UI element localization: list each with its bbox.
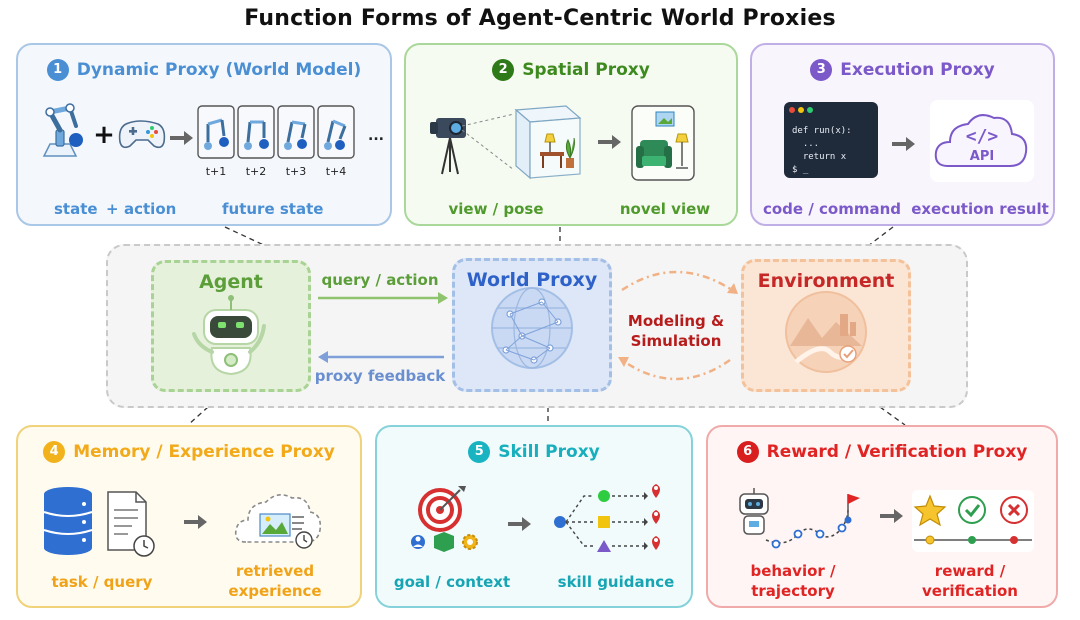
spatial-proxy-title-text: Spatial Proxy — [522, 60, 650, 80]
execution-proxy-number: 3 — [810, 59, 833, 81]
terminal-icon: def run(x): ... return x $ _ — [784, 102, 878, 178]
gamepad-icon — [118, 120, 166, 149]
reward-proxy-title: 6 Reward / Verification Proxy — [708, 441, 1056, 463]
dynamic-proxy-title-text: Dynamic Proxy (World Model) — [76, 60, 362, 80]
agent-title: Agent — [199, 271, 263, 293]
skill-graph-icon — [554, 484, 660, 552]
reward-proxy-title-text: Reward / Verification Proxy — [766, 442, 1028, 462]
retrieval-cloud-icon — [234, 494, 322, 549]
dynamic-proxy-number: 1 — [46, 59, 69, 81]
spatial-proxy-title: 2 Spatial Proxy — [406, 59, 736, 81]
environment-title: Environment — [757, 270, 895, 292]
arrow-right-icon — [438, 292, 448, 304]
code-line: def run(x): — [792, 126, 852, 136]
arrow-right-icon — [170, 131, 193, 145]
timestep-label: t+1 — [206, 165, 227, 178]
caption-verification: verification — [922, 582, 1018, 600]
caption-execution-result: execution result — [911, 200, 1049, 218]
caption-action: action — [124, 200, 176, 218]
caption-code-command: code / command — [763, 200, 901, 218]
camera-icon — [430, 118, 466, 175]
skill-proxy-number: 5 — [468, 441, 491, 463]
arrow-left-icon — [618, 357, 629, 367]
timestep-label: t+2 — [246, 165, 267, 178]
caption-reward: reward / — [935, 562, 1006, 580]
memory-proxy-number: 4 — [43, 441, 66, 463]
code-line: $ _ — [792, 165, 809, 175]
dynamic-proxy-title: 1 Dynamic Proxy (World Model) — [18, 59, 390, 81]
api-label: API — [970, 149, 994, 164]
room-cube-icon — [514, 105, 582, 180]
landscape-icon — [785, 291, 867, 373]
robot-trajectory-icon — [739, 488, 860, 549]
proxy-feedback-label: proxy feedback — [315, 367, 446, 385]
ellipsis: ... — [368, 128, 384, 144]
robot-arm-icon — [42, 103, 83, 157]
code-line: return x — [792, 152, 847, 162]
code-line: ... — [792, 139, 819, 149]
world-proxy-title: World Proxy — [466, 269, 598, 291]
caption-trajectory: trajectory — [751, 582, 835, 600]
reward-proxy-number: 6 — [736, 441, 759, 463]
simulation-label: Simulation — [631, 332, 722, 350]
timestep-label: t+3 — [286, 165, 307, 178]
database-icon — [43, 487, 93, 555]
caption-plus: + — [106, 200, 119, 218]
caption-behavior: behavior / — [750, 562, 836, 580]
api-code-symbol: </> — [966, 126, 999, 147]
globe-network-icon — [491, 287, 573, 369]
caption-novel-view: novel view — [620, 200, 710, 218]
robot-agent-icon — [192, 295, 266, 376]
skill-proxy-title: 5 Skill Proxy — [377, 441, 691, 463]
arrow-left-icon — [318, 351, 328, 363]
caption-task-query: task / query — [52, 573, 153, 591]
memory-proxy-title-text: Memory / Experience Proxy — [73, 442, 335, 462]
caption-retrieved: retrieved — [236, 562, 314, 580]
caption-goal-context: goal / context — [394, 573, 510, 591]
reward-verification-icons — [912, 490, 1034, 552]
future-state-frames — [197, 105, 355, 159]
modeling-label: Modeling & — [628, 312, 724, 330]
skill-proxy-title-text: Skill Proxy — [498, 442, 600, 462]
star-icon — [913, 494, 947, 527]
skill-proxy-panel: 5 Skill Proxy — [375, 425, 693, 608]
spatial-proxy-number: 2 — [492, 59, 515, 81]
caption-experience: experience — [228, 582, 321, 600]
execution-proxy-title: 3 Execution Proxy — [752, 59, 1053, 81]
target-icon — [411, 486, 478, 552]
arrow-right-icon — [727, 283, 738, 294]
execution-proxy-title-text: Execution Proxy — [840, 60, 995, 80]
cloud-api-icon: </> API — [930, 100, 1034, 182]
caption-future-state: future state — [222, 200, 323, 218]
armchair-icon — [631, 105, 695, 181]
query-action-label: query / action — [322, 271, 439, 289]
document-clock-icon — [107, 491, 155, 557]
memory-proxy-title: 4 Memory / Experience Proxy — [18, 441, 360, 463]
check-icon — [958, 496, 986, 524]
caption-skill-guidance: skill guidance — [558, 573, 675, 591]
timestep-label: t+4 — [326, 165, 347, 178]
diagram-title: Function Forms of Agent-Centric World Pr… — [244, 6, 836, 31]
plus-sign: + — [93, 120, 115, 150]
caption-view-pose: view / pose — [448, 200, 543, 218]
caption-state: state — [54, 200, 98, 218]
